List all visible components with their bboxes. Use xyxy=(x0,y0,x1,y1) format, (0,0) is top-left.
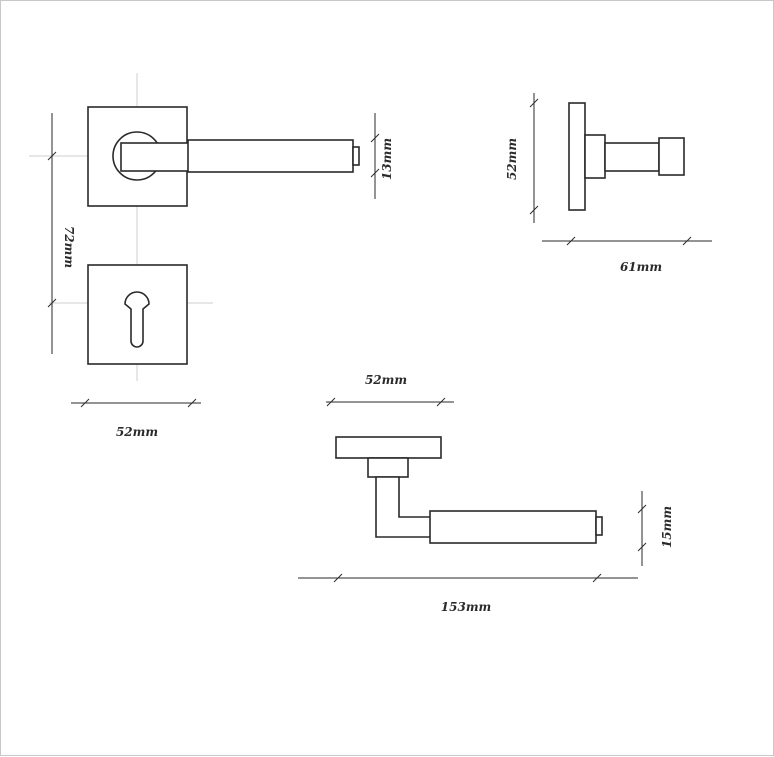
side-rose-plate xyxy=(568,102,586,211)
side-lever-stem xyxy=(604,142,660,172)
side-projection-label: 61mm xyxy=(620,260,662,274)
dim-tick xyxy=(566,236,576,246)
lever-diameter-label: 13mm xyxy=(380,138,394,180)
lever-handle xyxy=(187,139,354,173)
dim-tick xyxy=(47,298,57,308)
top-rose-plate xyxy=(335,436,442,459)
front-view: 72mm 52mm 13mm xyxy=(29,73,394,439)
euro-profile-keyhole xyxy=(124,291,150,348)
dim-tick xyxy=(47,151,57,161)
side-height-label: 52mm xyxy=(505,138,519,180)
top-lever-neck xyxy=(375,476,432,538)
dim-tick xyxy=(187,398,197,408)
top-rose-width-label: 52mm xyxy=(365,373,407,387)
dim-tick xyxy=(370,133,380,143)
dim-tick xyxy=(637,504,647,514)
top-lever-end-cap xyxy=(595,516,603,536)
lever-end-cap xyxy=(352,146,360,166)
dim-tick xyxy=(80,398,90,408)
side-lever-knob xyxy=(658,137,685,176)
dim-tick xyxy=(592,573,602,583)
dim-tick xyxy=(333,573,343,583)
lever-length-label: 153mm xyxy=(441,600,491,614)
dim-tick xyxy=(529,205,539,215)
height-label: 72mm xyxy=(62,226,76,268)
lever-thickness-label: 15mm xyxy=(660,506,674,548)
top-view: 52mm 153mm 15mm xyxy=(298,373,674,614)
dim-tick xyxy=(370,168,380,178)
lever-neck xyxy=(120,142,190,172)
side-view: 52mm 61mm xyxy=(505,93,712,274)
top-lever-handle xyxy=(429,510,597,544)
top-rose-collar xyxy=(367,457,409,478)
dim-tick xyxy=(682,236,692,246)
side-rose-collar xyxy=(584,134,606,179)
dim-tick xyxy=(529,98,539,108)
dim-tick xyxy=(637,542,647,552)
width-label: 52mm xyxy=(116,425,158,439)
dim-tick xyxy=(326,397,336,407)
dim-tick xyxy=(436,397,446,407)
